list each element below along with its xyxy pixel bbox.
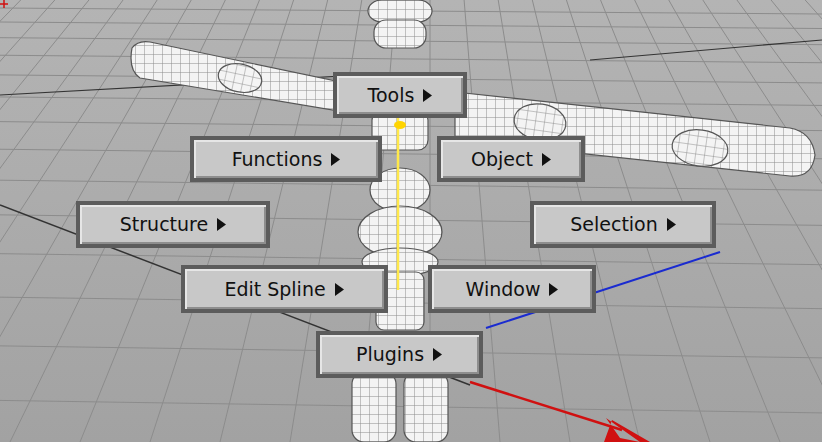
menu-button: Window — [428, 265, 596, 313]
submenu-arrow — [549, 283, 558, 296]
submenu-arrow — [542, 153, 551, 166]
joint-marker — [394, 121, 406, 129]
button-content: Plugins — [356, 343, 442, 365]
button-label: Edit Spline — [224, 278, 325, 300]
submenu-arrow — [433, 348, 442, 361]
submenu-arrow — [217, 218, 226, 231]
x-axis-arrowhead — [604, 418, 650, 442]
spine-axis — [397, 108, 400, 290]
submenu-arrow — [331, 153, 340, 166]
button-label: Object — [471, 148, 533, 170]
button-content: Edit Spline — [224, 278, 343, 300]
button-content: Tools — [368, 84, 433, 106]
menu-button: Structure — [76, 201, 270, 248]
button-content: Selection — [570, 213, 676, 235]
button-label: Structure — [120, 213, 208, 235]
button-label: Selection — [570, 213, 658, 235]
menu-button: Tools — [333, 72, 467, 118]
menu-button: Edit Spline — [181, 265, 388, 313]
button-label: Window — [466, 278, 541, 300]
grid-axis-line — [590, 40, 822, 60]
button-content: Window — [466, 278, 559, 300]
button-label: Functions — [232, 148, 323, 170]
submenu-arrow — [335, 283, 344, 296]
grid-line — [0, 55, 822, 63]
menu-button: Plugins — [316, 331, 483, 378]
origin-marker — [0, 0, 8, 8]
x-axis-line — [470, 382, 622, 430]
button-label: Tools — [368, 84, 415, 106]
menu-button: Selection — [530, 201, 716, 248]
button-label: Plugins — [356, 343, 424, 365]
button-content: Structure — [120, 213, 226, 235]
submenu-arrow — [423, 89, 432, 102]
menu-button: Functions — [190, 136, 382, 182]
submenu-arrow — [667, 218, 676, 231]
menu-button: Object — [437, 136, 585, 182]
button-content: Object — [471, 148, 551, 170]
button-content: Functions — [232, 148, 341, 170]
